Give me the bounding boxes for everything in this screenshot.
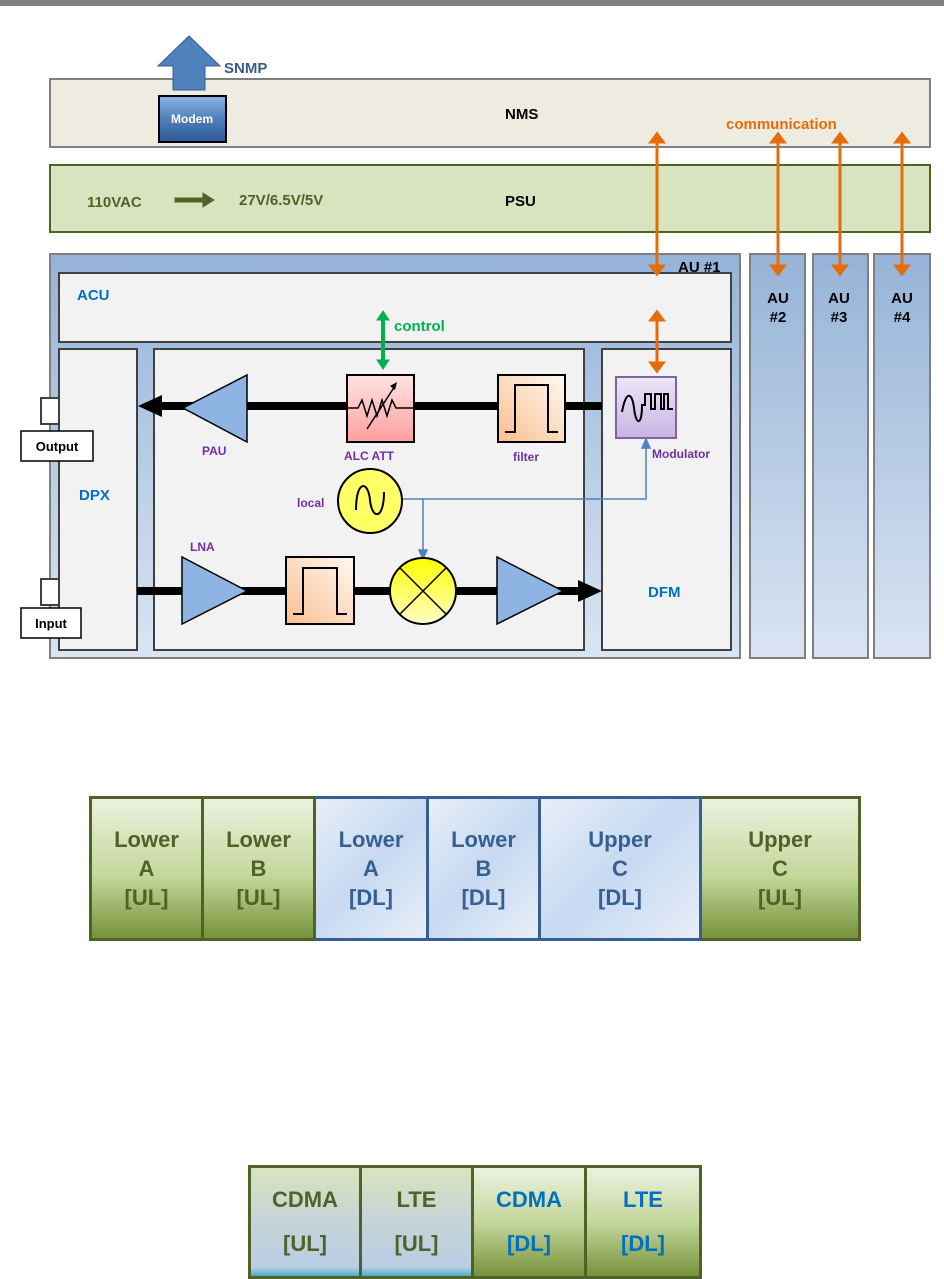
dfm-label: DFM — [648, 584, 681, 601]
band-cell-text: Lower — [339, 825, 404, 854]
au-unit-3: AU #3 — [813, 254, 868, 658]
band-cell-text: A — [139, 854, 155, 883]
snmp-label: SNMP — [224, 60, 267, 77]
band-cell-text: Lower — [226, 825, 291, 854]
band-cell-text: Lower — [114, 825, 179, 854]
output-port-label-box: Output — [21, 431, 93, 461]
band-cell-dl: LTE[DL] — [587, 1165, 702, 1279]
au-unit-number: #2 — [770, 309, 787, 326]
psu-output-label: 27V/6.5V/5V — [239, 192, 323, 209]
output-port-label: Output — [36, 439, 79, 454]
alc-attenuator-icon — [347, 375, 414, 442]
modulator-label: Modulator — [652, 447, 710, 461]
band-cell-text: CDMA — [496, 1178, 562, 1222]
acu-label: ACU — [77, 287, 110, 304]
local-label: local — [297, 496, 324, 510]
band-cell-text: Upper — [748, 825, 812, 854]
band-cell-text: [UL] — [237, 883, 281, 912]
output-port-connector — [41, 398, 59, 424]
band-cell-text: A — [363, 854, 379, 883]
psu-label: PSU — [505, 193, 536, 210]
band-cell-text: [UL] — [395, 1222, 439, 1266]
psu-block: 110VAC 27V/6.5V/5V PSU — [50, 165, 930, 232]
band-cell-text: CDMA — [272, 1178, 338, 1222]
local-oscillator-icon — [338, 469, 402, 533]
band-cell-text: [UL] — [283, 1222, 327, 1266]
nms-label: NMS — [505, 106, 538, 123]
band-cell-text: Upper — [588, 825, 652, 854]
filter-icon — [498, 375, 565, 442]
band-cell-text: [DL] — [349, 883, 393, 912]
control-label: control — [394, 318, 445, 335]
band-cell-text: [UL] — [125, 883, 169, 912]
band-cell-text: [DL] — [507, 1222, 551, 1266]
modem-box: Modem — [159, 96, 226, 142]
band-cell-text: [DL] — [462, 883, 506, 912]
alc-att-label: ALC ATT — [344, 449, 395, 463]
au-unit-4: AU #4 — [874, 254, 930, 658]
band-cell-text: [DL] — [598, 883, 642, 912]
band-cell-text: B — [251, 854, 267, 883]
system-block-diagram: NMS SNMP Modem communication 110VAC 27V/… — [0, 0, 944, 680]
input-port-label: Input — [35, 616, 67, 631]
band-cell-text: Lower — [451, 825, 516, 854]
band-cell-text: B — [476, 854, 492, 883]
band-cell-text: [UL] — [758, 883, 802, 912]
input-port-label-box: Input — [21, 608, 81, 638]
uplink-filter-icon — [286, 557, 354, 624]
lna-label: LNA — [190, 540, 215, 554]
dpx-label: DPX — [79, 487, 110, 504]
au-unit-number: #3 — [831, 309, 848, 326]
band-cell-text: C — [612, 854, 628, 883]
band-cell-dl: CDMA[DL] — [474, 1165, 587, 1279]
band-cell-text: LTE — [397, 1178, 437, 1222]
band-cell-ul: LTE[UL] — [362, 1165, 474, 1279]
au-unit-label: AU — [767, 290, 789, 307]
pau-label: PAU — [202, 444, 226, 458]
communication-label: communication — [726, 116, 837, 133]
band-plan-2: CDMA[UL]LTE[UL]CDMA[DL]LTE[DL] — [248, 1165, 702, 1279]
modulator-icon — [616, 377, 676, 438]
band-cell-text: LTE — [623, 1178, 663, 1222]
band-cell-ul: CDMA[UL] — [248, 1165, 362, 1279]
band-cell-text: [DL] — [621, 1222, 665, 1266]
mixer-icon — [390, 558, 456, 624]
filter-label: filter — [513, 450, 539, 464]
au-unit-2: AU #2 — [750, 254, 805, 658]
psu-input-label: 110VAC — [87, 194, 142, 211]
modem-label: Modem — [171, 112, 213, 126]
au-unit-label: AU — [828, 290, 850, 307]
au-unit-number: #4 — [894, 309, 911, 326]
au-unit-label: AU — [891, 290, 913, 307]
band-cell-text: C — [772, 854, 788, 883]
input-port-connector — [41, 579, 59, 605]
